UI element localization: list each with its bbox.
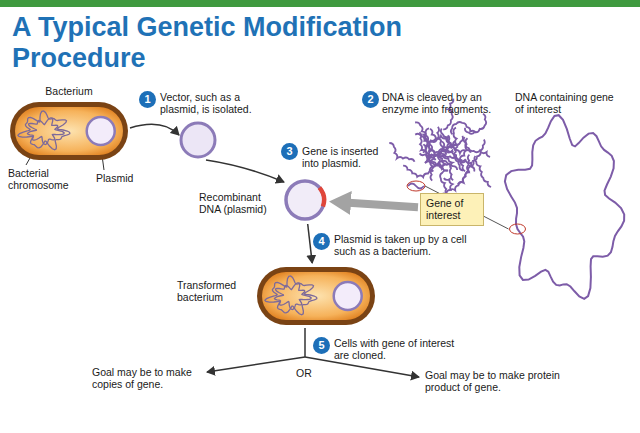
node-label: Recombinant DNA (plasmid) xyxy=(199,191,277,215)
box-label: Gene of interest xyxy=(426,197,478,221)
callout-number: 3 xyxy=(281,143,298,160)
source-dna xyxy=(425,115,624,299)
node-label: Bacterium xyxy=(8,85,130,97)
callout-number: 4 xyxy=(313,233,330,250)
cell-wall xyxy=(10,102,128,160)
goal-text: Goal may be to make protein product of g… xyxy=(425,369,575,393)
stem-line xyxy=(304,328,306,357)
dna-fragment xyxy=(403,166,433,178)
connector-arrow xyxy=(308,224,313,263)
bacterium-shape xyxy=(255,265,377,327)
step-text: Cells with gene of interest are cloned. xyxy=(334,337,459,361)
step-text: Vector, such as a plasmid, is isolated. xyxy=(160,91,260,115)
step-arrow xyxy=(130,124,179,135)
chromosome xyxy=(265,276,317,315)
dna-fragment xyxy=(454,146,474,168)
isolated-plasmid xyxy=(181,123,215,157)
part-label: DNA containing gene of interest xyxy=(515,91,625,115)
step-text: Plasmid is taken up by a cell such as a … xyxy=(334,233,469,257)
transformed-bacterium: Transformed bacterium xyxy=(255,265,377,327)
callout-number: 5 xyxy=(313,337,330,354)
step-arrow xyxy=(206,160,284,182)
part-label: Plasmid xyxy=(96,172,146,184)
dna-fragment xyxy=(471,152,490,172)
plasmid xyxy=(87,117,115,145)
plasmid-ring xyxy=(286,181,324,219)
split-arrow xyxy=(207,357,305,372)
dna-fragment xyxy=(430,136,450,155)
dna-fragment xyxy=(464,137,485,152)
dna-fragment xyxy=(474,156,491,187)
top-bar xyxy=(0,0,640,7)
cytoplasm xyxy=(262,272,370,320)
callout-number: 1 xyxy=(139,91,156,108)
gene-box: Gene of interest xyxy=(420,193,484,226)
chromosome xyxy=(28,118,65,145)
inserted-gene xyxy=(319,188,324,207)
gene-marker xyxy=(510,224,526,234)
recombinant-plasmid-shape xyxy=(283,178,327,222)
chromosome xyxy=(18,111,70,150)
node-label: Transformed bacterium xyxy=(177,279,249,303)
dna-fragment xyxy=(441,129,463,146)
dna-fragment xyxy=(441,128,457,154)
or-label: OR xyxy=(296,367,326,379)
title: A Typical Genetic Modification Procedure xyxy=(12,12,492,74)
dna-fragment xyxy=(449,165,468,191)
dna-fragment xyxy=(389,143,414,162)
gene-marker xyxy=(407,181,425,191)
gene-fragment xyxy=(408,184,424,189)
callout-number: 2 xyxy=(362,91,379,108)
step-text: DNA is cleaved by an enzyme into fragmen… xyxy=(382,91,502,115)
bacterium-shape xyxy=(8,100,130,162)
goal-text: Goal may be to make copies of gene. xyxy=(92,366,212,390)
bacterium: Bacterium xyxy=(8,100,130,162)
step-text: Gene is inserted into plasmid. xyxy=(302,145,397,169)
dna-fragment xyxy=(465,114,486,134)
connector-arrow xyxy=(337,202,418,207)
plasmid xyxy=(334,282,362,310)
cell-wall xyxy=(257,267,375,325)
recombinant-plasmid: Recombinant DNA (plasmid) xyxy=(283,178,327,222)
part-label: Bacterial chromosome xyxy=(8,167,78,191)
cytoplasm xyxy=(15,107,123,155)
chromosome xyxy=(275,283,312,310)
dna-fragment xyxy=(419,132,435,160)
dna-loop xyxy=(505,115,624,299)
